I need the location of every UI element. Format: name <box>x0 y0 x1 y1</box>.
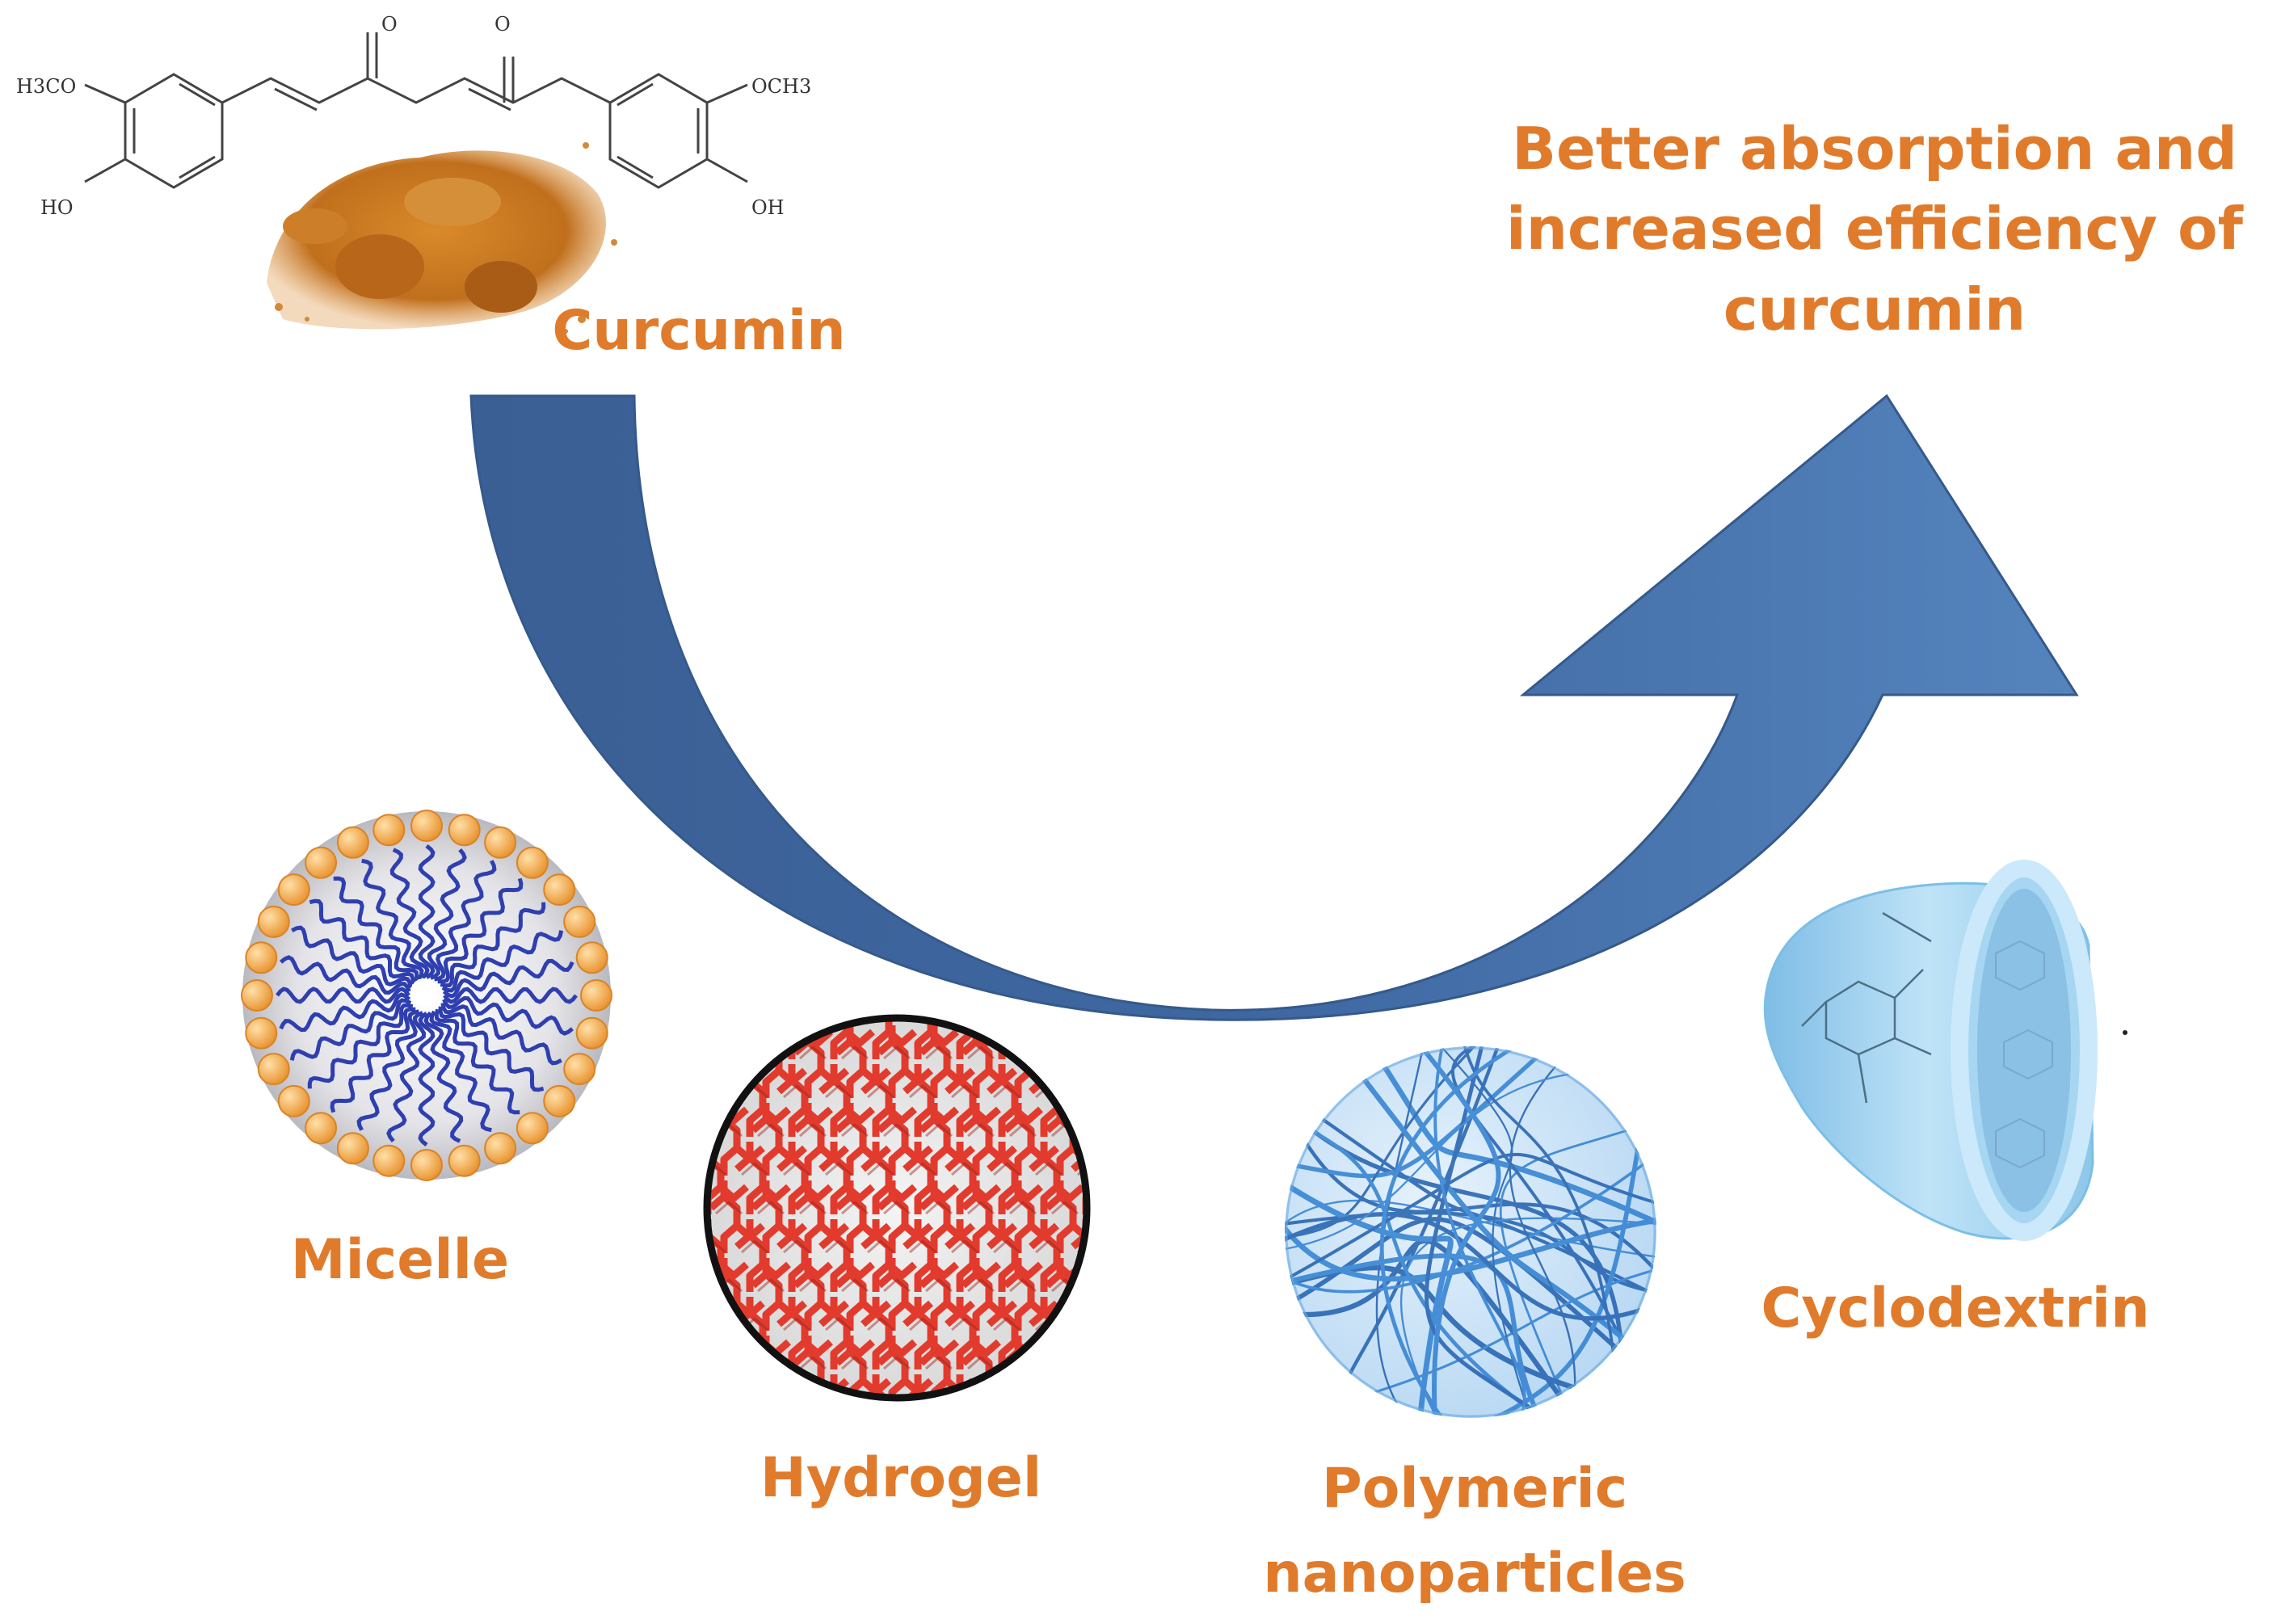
right-methoxy-text: OCH3 <box>751 75 811 98</box>
nanoparticle-icon <box>1285 1046 1656 1418</box>
micelle-icon <box>241 810 612 1181</box>
hydrogel-label: Hydrogel <box>760 1446 1042 1510</box>
micelle-label: Micelle <box>290 1228 510 1292</box>
headline-line-2: increased efficiency of <box>1506 195 2243 263</box>
curcumin-label: Curcumin <box>552 299 846 363</box>
outcome-headline: Better absorption and increased efficien… <box>1471 109 2279 350</box>
nanoparticles-label-line-1: Polymeric <box>1321 1457 1628 1521</box>
headline-line-1: Better absorption and <box>1512 115 2237 183</box>
left-hydroxyl-text: HO <box>40 196 74 219</box>
headline-line-3: curcumin <box>1723 275 2026 343</box>
hydrogel-icon <box>703 1014 1091 1402</box>
cyclodextrin-label: Cyclodextrin <box>1761 1277 2150 1340</box>
left-methoxy-text: H3CO <box>16 75 76 98</box>
right-hydroxyl-text: OH <box>751 196 785 219</box>
carbonyl-2-text: O <box>494 13 511 36</box>
nanoparticles-label: Polymeric nanoparticles <box>1244 1446 1705 1617</box>
curcumin-structure-icon <box>84 32 748 189</box>
nanoparticles-label-line-2: nanoparticles <box>1263 1542 1686 1606</box>
carbonyl-1-text: O <box>381 13 398 36</box>
curcumin-powder-icon <box>267 142 617 334</box>
process-arrow-icon <box>469 393 2079 1021</box>
cyclodextrin-icon <box>1763 860 2127 1241</box>
